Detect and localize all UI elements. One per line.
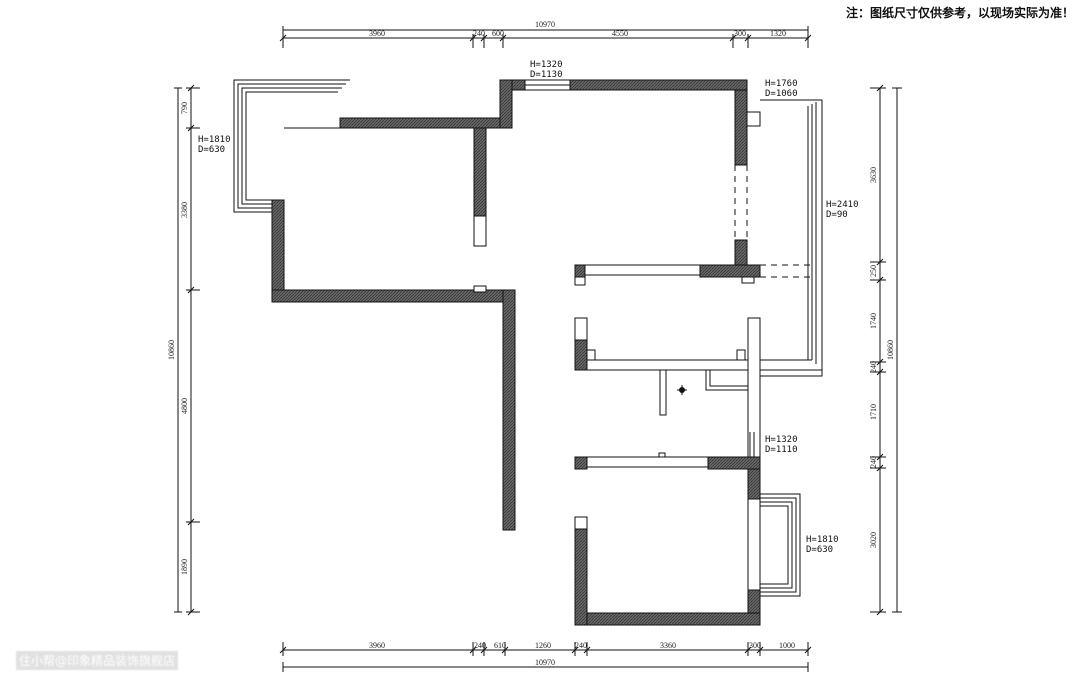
dimension-tick [876,258,884,266]
window-depth: D=630 [198,145,225,155]
right-dimension: 3630 250 1740 240 1710 240 3020 10860 [869,84,902,616]
dim-label: 1260 [535,641,551,650]
dimension-tick [876,608,884,616]
bay-window-right [760,493,801,597]
dim-label: 300 [734,29,746,38]
window-height: H=2410 [826,200,859,210]
dimension-tick [187,518,195,526]
dimension-tick [187,124,195,132]
light-fixture-icon [677,385,687,395]
dimension-tick [480,34,488,42]
window-depth: D=90 [826,210,848,220]
dim-label: 1710 [869,404,878,420]
top-total: 10970 [535,20,555,29]
dimension-tick [279,34,287,42]
walls [233,79,823,626]
dim-label: 3960 [369,641,385,650]
window-height: H=1810 [198,135,231,145]
window-annotations: H=1320 D=1130 H=1760 D=1060 H=1810 D=630… [198,60,859,555]
dimension-tick [804,646,812,654]
dim-label: 3360 [660,641,676,650]
dimension-tick [876,464,884,472]
dim-label: 250 [869,265,878,277]
bottom-total: 10970 [535,658,555,667]
bottom-dimension: 3960 240 610 1260 240 3360 300 1000 1097… [279,641,812,672]
dim-label: 1320 [770,29,786,38]
dimension-tick [571,646,579,654]
dim-label: 1890 [180,559,189,575]
dim-label: 3020 [869,532,878,548]
dim-label: 4800 [180,398,189,414]
top-dimension: 10970 3960 240 600 4550 300 1320 [279,20,812,48]
disclaimer-note: 注：图纸尺寸仅供参考，以现场实际为准！ [845,6,1074,20]
dimension-tick [729,34,737,42]
window-depth: D=1130 [530,70,563,80]
dim-label: 600 [492,29,504,38]
window-depth: D=1060 [765,89,798,99]
window-height: H=1320 [765,435,798,445]
dim-label: 240 [869,361,878,373]
dim-label: 3380 [180,202,189,218]
dimension-tick [876,368,884,376]
dimension-tick [876,358,884,366]
dimension-tick [187,84,195,92]
dim-label: 240 [575,641,587,650]
dimension-tick [480,646,488,654]
dim-label: 240 [473,29,485,38]
right-total: 10860 [886,340,895,360]
dim-label: 300 [749,641,761,650]
left-dimension: 10860 790 3380 4800 1890 [167,84,200,616]
dimension-tick [187,608,195,616]
dimension-tick [876,84,884,92]
dim-label: 4550 [612,29,628,38]
dim-label: 1740 [869,313,878,329]
dimension-tick [804,34,812,42]
dimension-tick [501,646,509,654]
dimension-tick [876,453,884,461]
dimension-tick [583,646,591,654]
dim-label: 610 [494,641,506,650]
dimension-tick [756,646,764,654]
dim-label: 3960 [369,29,385,38]
balcony-right [760,99,823,371]
dimension-tick [744,34,752,42]
window-depth: D=1110 [765,445,798,455]
watermark: 住小帮@印象精品装饰旗舰店 [16,651,179,670]
dimension-tick [187,286,195,294]
dimension-tick [469,34,477,42]
dimension-tick [469,646,477,654]
dim-label: 790 [180,102,189,114]
window-height: H=1320 [530,60,563,70]
dimension-tick [744,646,752,654]
bay-window-left [233,79,350,213]
dim-label: 3630 [869,167,878,183]
left-total: 10860 [167,340,176,360]
window-depth: D=630 [806,545,833,555]
window-height: H=1810 [806,535,839,545]
dim-label: 1000 [779,641,795,650]
dimension-tick [876,276,884,284]
dim-label: 240 [474,641,486,650]
dimension-tick [499,34,507,42]
window-height: H=1760 [765,79,798,89]
dim-label: 240 [869,456,878,468]
dimension-tick [279,646,287,654]
